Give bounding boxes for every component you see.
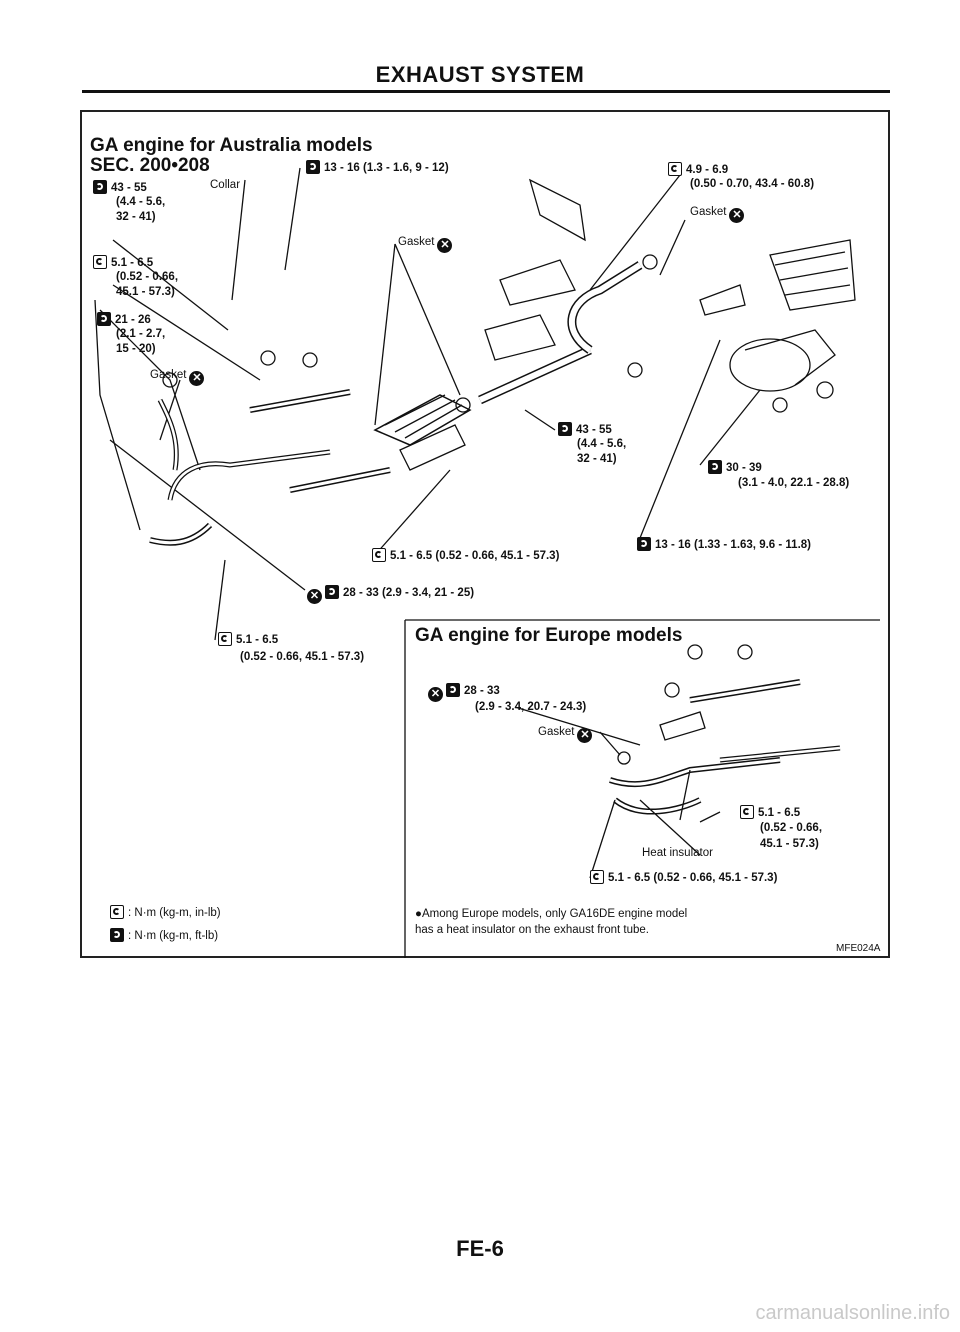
torque-label-43-55-mid: 43 - 55 (558, 422, 612, 437)
legend-ftlb: : N·m (kg-m, ft-lb) (110, 928, 218, 943)
torque-label-51-65-line: 5.1 - 6.5 (0.52 - 0.66, 45.1 - 57.3) (372, 548, 559, 563)
torque-label-43-55-mid-kgm: (4.4 - 5.6, (577, 438, 627, 450)
legend-inlb: : N·m (kg-m, in-lb) (110, 905, 221, 920)
figure-code: MFE024A (836, 943, 881, 954)
europe-note-line-2: has a heat insulator on the exhaust fron… (415, 924, 649, 936)
torque-label-30-39-detail: (3.1 - 4.0, 22.1 - 28.8) (738, 477, 850, 489)
page-title: EXHAUST SYSTEM (375, 62, 585, 87)
europe-torque-label-51-65-kgm: (0.52 - 0.66, (760, 822, 823, 834)
section-number: SEC. 200•208 (90, 155, 210, 176)
torque-wrench-inlb-icon (740, 805, 754, 819)
gasket-label-right: Gasket✕ (690, 205, 745, 223)
torque-wrench-ftlb-icon (110, 928, 124, 942)
do-not-reuse-icon: ✕ (729, 208, 745, 223)
torque-label-21-26-kgm: (2.1 - 2.7, (116, 328, 166, 340)
torque-label-51-65: 5.1 - 6.5 (93, 255, 153, 270)
torque-wrench-ftlb-icon (558, 422, 572, 436)
torque-label-30-39: 30 - 39 (708, 460, 762, 475)
torque-label-51-65-low-detail: (0.52 - 0.66, 45.1 - 57.3) (240, 651, 365, 663)
torque-wrench-ftlb-icon (708, 460, 722, 474)
torque-wrench-ftlb-icon (446, 683, 460, 697)
europe-torque-label-51-65-line: 5.1 - 6.5 (0.52 - 0.66, 45.1 - 57.3) (590, 870, 777, 885)
title-rule (82, 90, 890, 93)
europe-note-line-1: ●Among Europe models, only GA16DE engine… (415, 908, 688, 920)
torque-wrench-inlb-icon (668, 162, 682, 176)
torque-wrench-inlb-icon (372, 548, 386, 562)
europe-torque-label-28-33: ✕28 - 33 (428, 683, 500, 702)
heat-insulator-label: Heat insulator (642, 847, 713, 859)
torque-label-51-65-inlb: 45.1 - 57.3) (116, 286, 175, 298)
figure-frame (80, 110, 890, 958)
torque-wrench-ftlb-icon (637, 537, 651, 551)
torque-wrench-ftlb-icon (97, 312, 111, 326)
gasket-label-left: Gasket✕ (150, 368, 205, 386)
torque-label-51-65-low: 5.1 - 6.5 (218, 632, 278, 647)
torque-label-13-16: 13 - 16 (1.3 - 1.6, 9 - 12) (306, 160, 449, 175)
torque-label-21-26: 21 - 26 (97, 312, 151, 327)
torque-label-43-55: 43 - 55 (93, 180, 147, 195)
torque-wrench-inlb-icon (110, 905, 124, 919)
do-not-reuse-icon: ✕ (428, 687, 443, 702)
torque-label-49-69: 4.9 - 6.9 (668, 162, 728, 177)
page-number: FE-6 (456, 1236, 504, 1261)
torque-wrench-ftlb-icon (325, 585, 339, 599)
torque-label-13-16-b: 13 - 16 (1.33 - 1.63, 9.6 - 11.8) (637, 537, 811, 552)
europe-gasket-label: Gasket✕ (538, 725, 593, 743)
torque-wrench-inlb-icon (218, 632, 232, 646)
europe-torque-label-51-65-inlb: 45.1 - 57.3) (760, 838, 819, 850)
do-not-reuse-icon: ✕ (189, 371, 205, 386)
europe-torque-label-51-65: 5.1 - 6.5 (740, 805, 800, 820)
do-not-reuse-icon: ✕ (577, 728, 593, 743)
australia-heading: GA engine for Australia models (90, 135, 373, 156)
torque-label-43-55-mid-ftlb: 32 - 41) (577, 453, 617, 465)
torque-label-51-65-kgm: (0.52 - 0.66, (116, 271, 179, 283)
torque-wrench-ftlb-icon (93, 180, 107, 194)
gasket-label-mid: Gasket✕ (398, 235, 453, 253)
torque-label-28-33: ✕28 - 33 (2.9 - 3.4, 21 - 25) (307, 585, 474, 604)
torque-wrench-inlb-icon (93, 255, 107, 269)
do-not-reuse-icon: ✕ (307, 589, 322, 604)
do-not-reuse-icon: ✕ (437, 238, 453, 253)
torque-label-49-69-detail: (0.50 - 0.70, 43.4 - 60.8) (690, 178, 815, 190)
torque-label-21-26-ftlb: 15 - 20) (116, 343, 156, 355)
torque-wrench-ftlb-icon (306, 160, 320, 174)
watermark: carmanualsonline.info (755, 1302, 950, 1324)
torque-wrench-inlb-icon (590, 870, 604, 884)
collar-label: Collar (210, 179, 241, 191)
torque-label-43-55-ftlb: 32 - 41) (116, 211, 156, 223)
europe-heading: GA engine for Europe models (415, 625, 683, 646)
torque-label-43-55-kgm: (4.4 - 5.6, (116, 196, 166, 208)
europe-torque-label-28-33-detail: (2.9 - 3.4, 20.7 - 24.3) (475, 701, 587, 713)
